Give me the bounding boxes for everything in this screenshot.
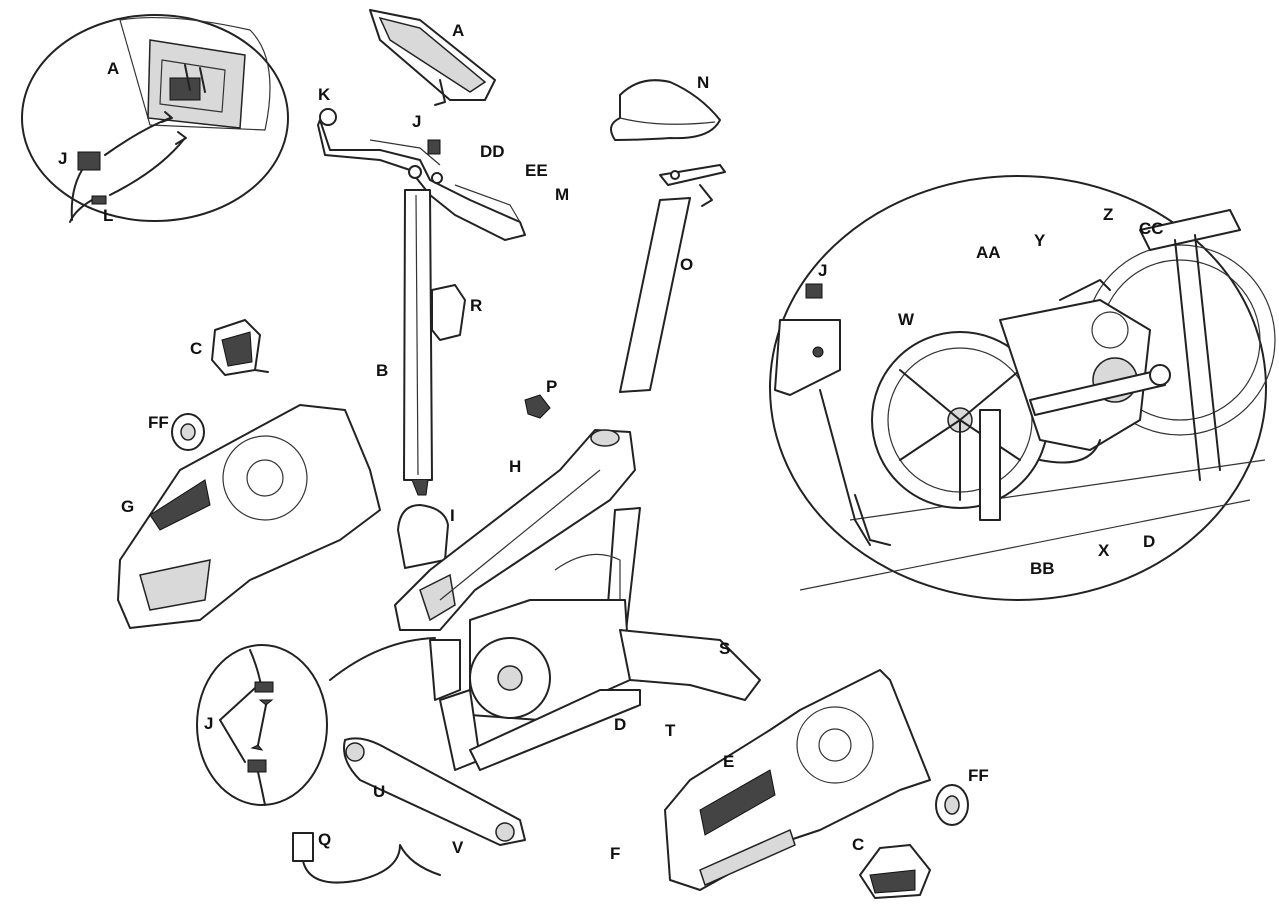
bottle-holder-r [431, 284, 466, 341]
label-cap-left-ff: FF [148, 413, 169, 432]
label-m: M [555, 185, 570, 204]
label-bb: BB [1030, 559, 1055, 578]
power-adapter-part [292, 832, 441, 884]
plug-j-inset [77, 151, 101, 171]
label-e: E [723, 752, 735, 771]
console-mast-part [403, 189, 466, 496]
label-k: K [318, 85, 331, 104]
front-stabilizer-u [343, 737, 526, 846]
main-frame-part [343, 507, 761, 846]
label-y: Y [1034, 231, 1046, 250]
label-f: F [610, 844, 621, 863]
arrow-l-to-console [109, 137, 186, 196]
label-i: I [450, 506, 455, 525]
label-handlebar-j: J [412, 112, 422, 131]
label-pedal-left-c: C [190, 339, 203, 358]
label-ee: EE [525, 161, 548, 180]
inset-plug-j [805, 283, 823, 299]
label-v: V [452, 838, 464, 857]
label-aa: AA [976, 243, 1001, 262]
label-b: B [376, 361, 389, 380]
label-frame-d: D [614, 715, 627, 734]
cable-plug-lower [247, 759, 267, 773]
label-p: P [546, 377, 558, 396]
top-shroud-part [394, 429, 636, 631]
label-r: R [470, 296, 483, 315]
handlebar-part [317, 108, 526, 241]
label-x: X [1098, 541, 1110, 560]
label-u: U [373, 782, 386, 801]
label-console-a: A [452, 21, 465, 40]
handlebar-plug-j [427, 139, 441, 155]
seat-knob-part [524, 394, 551, 419]
label-o: O [680, 255, 694, 274]
label-inset-cable-l: L [103, 206, 114, 225]
label-cc: CC [1139, 219, 1164, 238]
label-right-inset-j: J [818, 261, 828, 280]
label-s: S [719, 639, 731, 658]
label-dd: DD [480, 142, 505, 161]
label-n: N [697, 73, 710, 92]
rear-stabilizer-s [619, 629, 761, 701]
label-z: Z [1103, 205, 1114, 224]
crank-cap-left [171, 413, 205, 451]
connect-arrow [257, 704, 267, 746]
console-connector-inset [21, 14, 289, 223]
crank-cap-right [935, 784, 969, 826]
label-right-inset-d: D [1143, 532, 1156, 551]
drivetrain-inset [769, 175, 1276, 601]
cable-plug-upper [254, 681, 274, 693]
label-bottom-inset-j: J [204, 714, 214, 733]
cable-connector-inset [196, 637, 436, 806]
right-shroud-part [664, 669, 931, 891]
label-inset-cable-j: J [58, 149, 68, 168]
label-inset-console-a: A [107, 59, 120, 78]
label-w: W [898, 310, 915, 329]
seat-part [610, 79, 721, 141]
label-h: H [509, 457, 522, 476]
pedal-right-part [859, 844, 931, 899]
label-q: Q [318, 830, 332, 849]
seat-post-part [619, 164, 726, 393]
label-pedal-right-c: C [852, 835, 865, 854]
label-g: G [121, 497, 135, 516]
post-cover-part [397, 504, 449, 569]
pedal-left-part [211, 319, 269, 376]
console-part [369, 9, 496, 106]
label-t: T [665, 721, 676, 740]
left-shroud-part [117, 404, 381, 629]
label-cap-right-ff: FF [968, 766, 989, 785]
